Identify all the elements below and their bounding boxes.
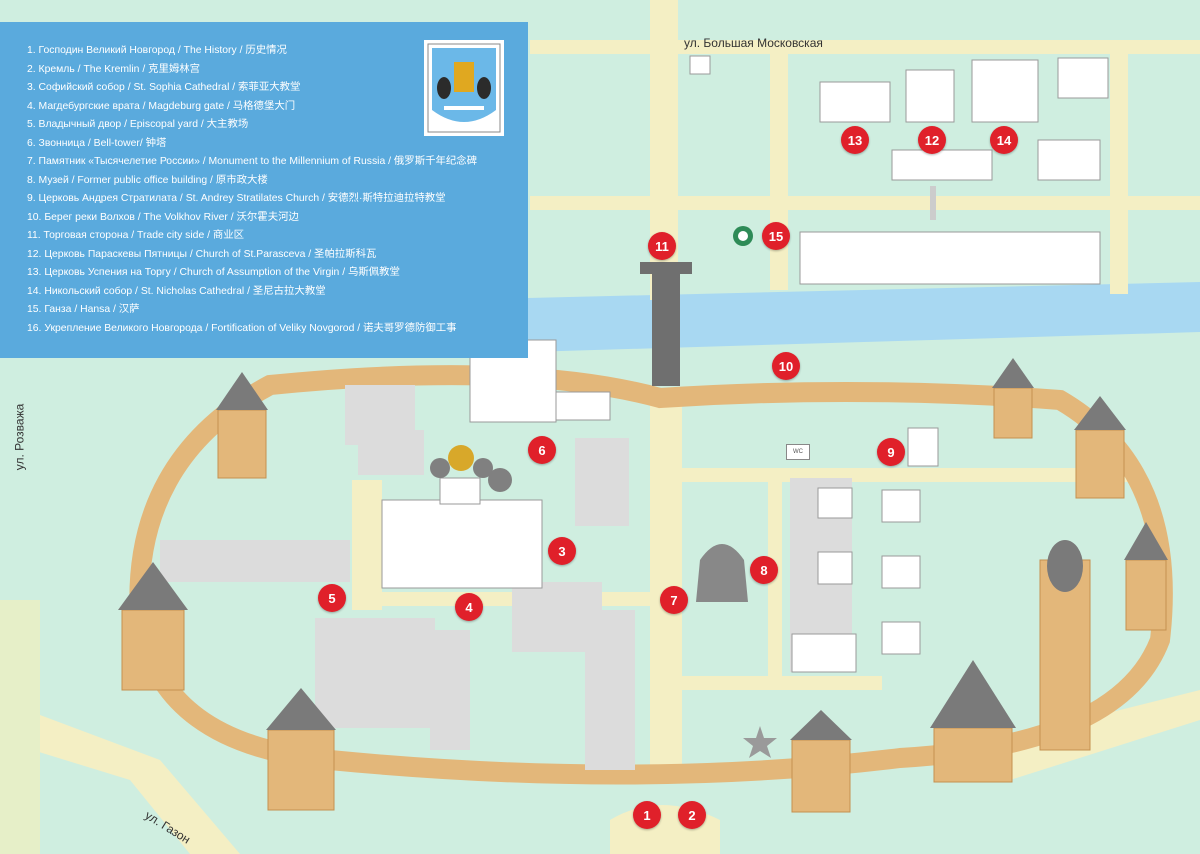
- legend-item: 12. Церковь Параскевы Пятницы / Church o…: [27, 248, 377, 260]
- map-marker-8[interactable]: 8: [750, 556, 778, 584]
- tower-roofs: [118, 358, 1168, 740]
- map-marker-13[interactable]: 13: [841, 126, 869, 154]
- white-buildings: [381, 55, 1109, 673]
- street-label-rozvazha: ул. Розважа: [12, 403, 27, 471]
- map-marker-3[interactable]: 3: [548, 537, 576, 565]
- legend-item: 11. Торговая сторона / Trade city side /…: [27, 230, 245, 241]
- map-marker-4[interactable]: 4: [455, 593, 483, 621]
- legend-item: 13. Церковь Успения на Торгу / Church of…: [27, 267, 400, 278]
- map-marker-5[interactable]: 5: [318, 584, 346, 612]
- legend-item: 14. Никольский собор / St. Nicholas Cath…: [27, 285, 326, 297]
- millennium-monument: [696, 544, 748, 602]
- wall-towers: [121, 387, 1167, 813]
- bridge: [652, 268, 680, 386]
- volkhov-river: [528, 282, 1200, 352]
- legend-item: 9. Церковь Андрея Стратилата / St. Andre…: [27, 193, 446, 204]
- legend-item: 4. Магдебургские врата / Magdeburg gate …: [27, 100, 296, 112]
- map-marker-9[interactable]: 9: [877, 438, 905, 466]
- legend-item: 5. Владычный двор / Episcopal yard / 大主教…: [27, 119, 249, 130]
- map-marker-12[interactable]: 12: [918, 126, 946, 154]
- legend-item: 16. Укрепление Великого Новгорода / Fort…: [27, 322, 457, 334]
- legend-item: 15. Ганза / Hansa / 汉萨: [27, 304, 140, 315]
- map-marker-14[interactable]: 14: [990, 126, 1018, 154]
- legend-item: 10. Берег реки Волхов / The Volkhov Rive…: [27, 211, 299, 223]
- map-marker-10[interactable]: 10: [772, 352, 800, 380]
- map-marker-6[interactable]: 6: [528, 436, 556, 464]
- legend-item: 3. Софийский собор / St. Sophia Cathedra…: [27, 82, 301, 93]
- map-marker-7[interactable]: 7: [660, 586, 688, 614]
- map-marker-11[interactable]: 11: [648, 232, 676, 260]
- legend-item: 8. Музей / Former public office building…: [27, 174, 268, 186]
- map-marker-2[interactable]: 2: [678, 801, 706, 829]
- obelisk: [930, 186, 936, 220]
- street-label-moskovskaya: ул. Большая Московская: [684, 36, 823, 50]
- wc-sign: WC: [786, 444, 810, 460]
- legend-item: 6. Звонница / Bell-tower/ 钟塔: [27, 137, 167, 149]
- legend-item: 2. Кремль / The Kremlin / 克里姆林宫: [27, 63, 201, 75]
- eternal-flame-star-icon: [743, 726, 777, 758]
- legend-item: 7. Памятник «Тысячелетие России» / Monum…: [27, 156, 478, 167]
- legend-panel: 1. Господин Великий Новгород / The Histo…: [0, 22, 528, 358]
- legend-list: 1. Господин Великий Новгород / The Histo…: [27, 42, 528, 338]
- sophia-domes: [430, 445, 512, 492]
- legend-item: 1. Господин Великий Новгород / The Histo…: [27, 45, 287, 56]
- map-marker-15[interactable]: 15: [762, 222, 790, 250]
- yaroslav-court-arcade: [799, 231, 1101, 285]
- map-marker-1[interactable]: 1: [633, 801, 661, 829]
- coat-of-arms-icon: [424, 40, 504, 136]
